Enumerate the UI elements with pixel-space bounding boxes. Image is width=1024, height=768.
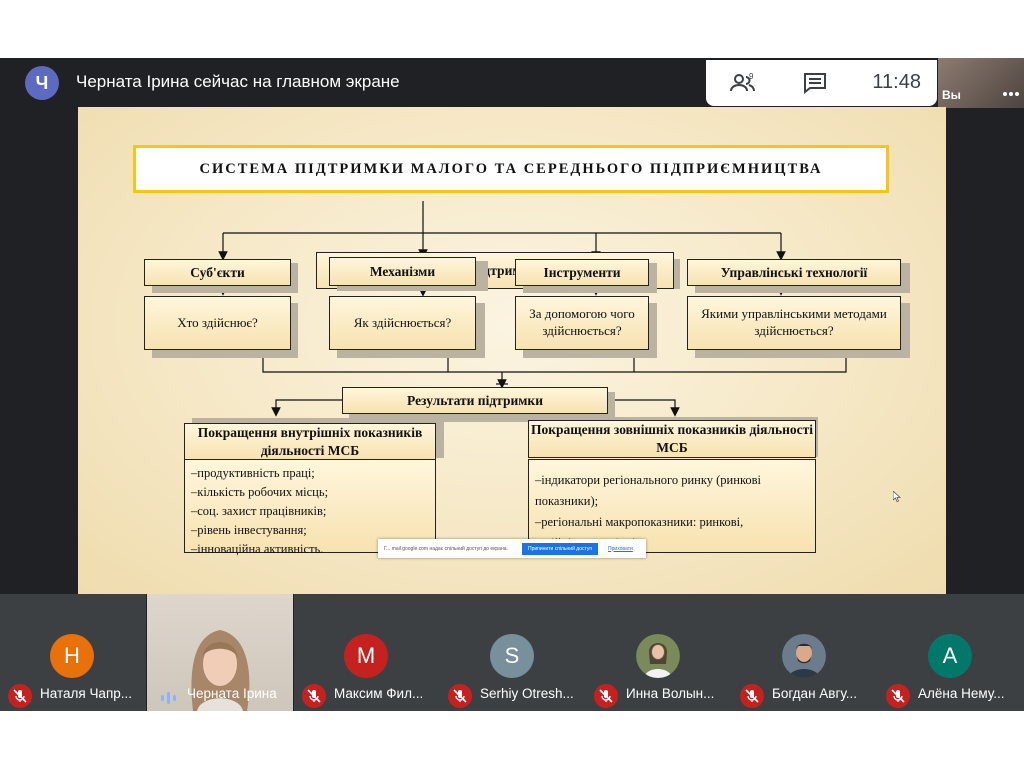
avatar-photo — [782, 634, 826, 678]
presenter-avatar: Ч — [25, 66, 59, 100]
avatar: S — [490, 634, 534, 678]
participant-name: Инна Волын... — [626, 686, 715, 701]
category-box: Управлінські технології — [687, 259, 901, 286]
avatar-photo — [636, 634, 680, 678]
mic-off-icon — [886, 684, 910, 708]
mic-off-icon — [302, 684, 326, 708]
slide-title: СИСТЕМА ПІДТРИМКИ МАЛОГО ТА СЕРЕДНЬОГО П… — [133, 145, 889, 193]
top-controls: 9 11:48 — [706, 60, 937, 106]
participant-name: Максим Фил... — [334, 686, 424, 701]
internal-title-box: Покращення внутрішніх показників діяльно… — [184, 423, 436, 461]
participant-tile[interactable]: S Serhiy Otresh... — [440, 594, 586, 711]
participant-name: Serhiy Otresh... — [480, 686, 574, 701]
self-label: Вы — [942, 88, 961, 102]
category-box: Інструменти — [515, 259, 649, 286]
question-box: За допомогою чого здійснюється? — [515, 296, 649, 350]
external-title-box: Покращення зовнішніх показників діяльнос… — [528, 420, 816, 458]
people-icon[interactable]: 9 — [730, 72, 756, 94]
mic-off-icon — [448, 684, 472, 708]
participant-name: Наталя Чапр... — [40, 686, 133, 701]
mic-off-icon — [8, 684, 32, 708]
avatar: М — [344, 634, 388, 678]
hide-link[interactable]: Приховати — [608, 545, 633, 552]
avatar: А — [928, 634, 972, 678]
participant-tile-video[interactable]: Черната Ірина — [147, 594, 293, 711]
more-options-icon[interactable] — [1002, 90, 1020, 98]
participant-name: Алёна Нему... — [918, 686, 1005, 701]
clock: 11:48 — [872, 71, 921, 93]
presentation-slide: СИСТЕМА ПІДТРИМКИ МАЛОГО ТА СЕРЕДНЬОГО П… — [78, 107, 946, 594]
category-box: Суб'єкти — [144, 259, 291, 286]
participant-name: Черната Ірина — [187, 686, 277, 701]
participant-strip: Н Наталя Чапр... Черната Ірина М Ма — [0, 594, 1024, 711]
question-box: Хто здійснює? — [144, 296, 291, 350]
speaking-indicator-icon — [161, 692, 176, 704]
self-view-tile[interactable]: Вы — [938, 58, 1024, 108]
share-banner-text: Г... mail.google.com надає спільний дост… — [384, 545, 508, 552]
meeting-window: Ч Черната Ірина сейчас на главном экране… — [0, 58, 1024, 711]
screen-share-banner: Г... mail.google.com надає спільний дост… — [378, 539, 646, 558]
mic-off-icon — [594, 684, 618, 708]
presenting-banner: Черната Ірина сейчас на главном экране — [76, 72, 400, 91]
question-box: Як здійснюється? — [329, 296, 476, 350]
participant-tile[interactable]: Богдан Авгу... — [732, 594, 878, 711]
mic-off-icon — [740, 684, 764, 708]
participant-tile[interactable]: А Алёна Нему... — [878, 594, 1024, 711]
avatar: Н — [50, 634, 94, 678]
people-count: 9 — [749, 72, 754, 81]
participant-tile[interactable]: М Максим Фил... — [294, 594, 440, 711]
internal-list: –продуктивність праці; –кількість робочи… — [184, 459, 436, 556]
participant-tile[interactable]: Инна Волын... — [586, 594, 732, 711]
participant-name: Богдан Авгу... — [772, 686, 858, 701]
stop-sharing-button[interactable]: Припинити спільний доступ — [522, 542, 599, 555]
external-list: –індикатори регіонального ринку (ринкові… — [528, 459, 816, 553]
mouse-cursor-icon — [893, 491, 901, 502]
presenter-video — [191, 630, 250, 711]
results-box: Результати підтримки — [342, 387, 608, 414]
participant-tile[interactable]: Н Наталя Чапр... — [0, 594, 146, 711]
chat-icon[interactable] — [802, 72, 828, 94]
category-box: Механізми — [329, 257, 476, 286]
question-box: Якими управлінськими методами здійснюєть… — [687, 296, 901, 350]
